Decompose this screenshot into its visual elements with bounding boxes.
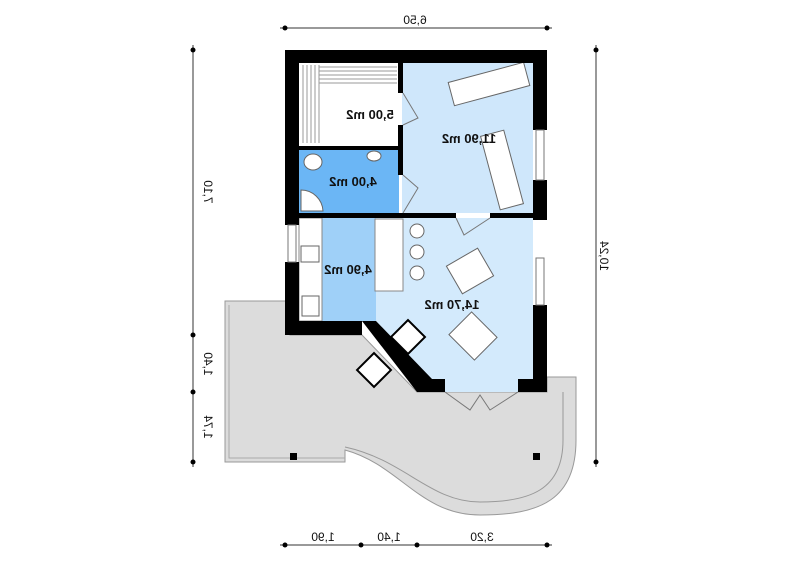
terrace-door [444,391,519,411]
area-label-rest-room: 11,90 m2 [442,131,496,146]
area-label-bathroom: 4,00 m2 [329,174,377,189]
dimension-bottom-1: 1,90 [311,530,335,544]
window [535,257,545,306]
area-label-living-room: 14,70 m2 [425,297,480,312]
column [290,453,297,460]
sauna-room [299,63,399,149]
stool [409,265,425,281]
door [402,174,419,214]
kitchen-sink [300,245,320,263]
toilet [303,153,323,171]
dimension-top: 6,50 [403,13,427,27]
area-label-sauna: 5,00 m2 [346,107,394,122]
window [535,129,545,181]
dimension-right: 10,24 [597,241,611,271]
walls [285,50,547,392]
sink [366,150,382,162]
sunbed [479,129,525,211]
door [455,217,491,236]
kitchen-area [322,218,376,321]
stool [409,244,425,260]
window [287,224,297,263]
armchair [445,247,495,295]
area-label-kitchen: 4,90 m2 [324,262,372,277]
dimension-left-main: 7,10 [201,180,215,204]
dimension-lines [192,27,597,546]
armchair [448,311,498,361]
stove [301,295,320,317]
dimension-left-bottom: 1,74 [201,415,215,439]
bar-counter [374,218,404,292]
fireplace [355,318,427,389]
sunbed [447,61,531,107]
stool [409,223,425,239]
dimension-bottom-3: 3,20 [470,530,494,544]
dimension-bottom-2: 1,40 [377,530,401,544]
living-room [376,218,533,392]
shower [300,189,324,212]
door [402,92,419,126]
dimension-left-mid: 1,40 [201,352,215,376]
column [533,453,540,460]
